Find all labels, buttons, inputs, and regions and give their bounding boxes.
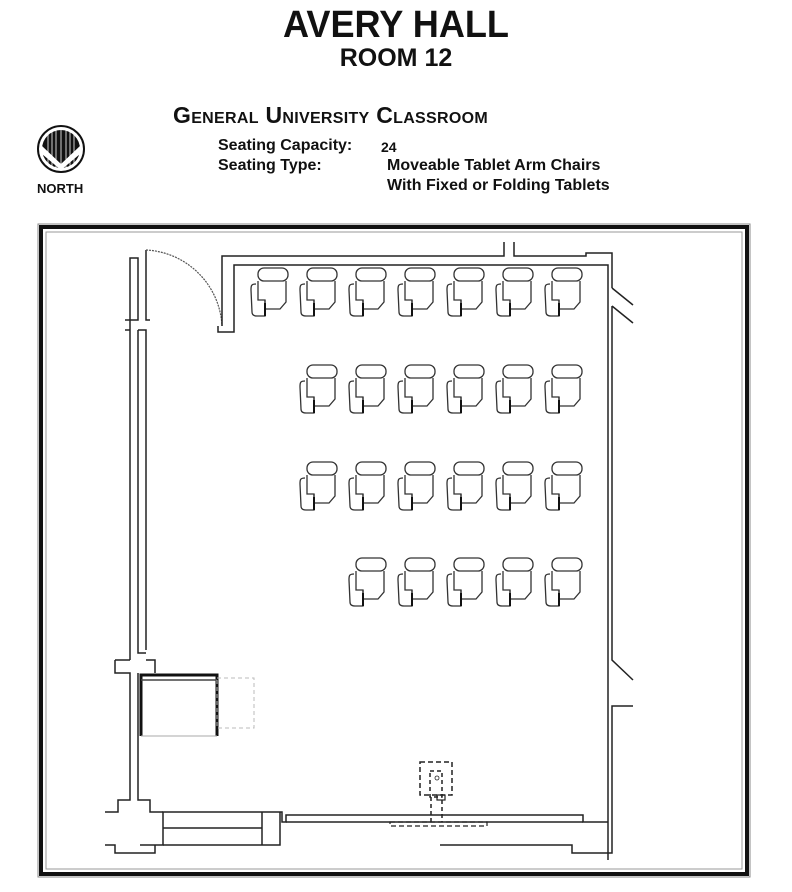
room-number: ROOM 12 xyxy=(339,44,453,72)
chair-row-3 xyxy=(299,461,583,511)
walls xyxy=(105,242,634,860)
chair-row-4 xyxy=(348,557,583,607)
chair-row-2 xyxy=(299,364,583,414)
capacity-label: Seating Capacity: xyxy=(218,137,353,154)
capacity-value: 24 xyxy=(381,139,397,155)
room-type-heading: General University Classroom xyxy=(173,102,488,128)
seating-type-line1: Moveable Tablet Arm Chairs xyxy=(387,157,601,174)
north-label: NORTH xyxy=(37,181,84,196)
seating-type-label: Seating Type: xyxy=(218,157,322,174)
chair-row-1 xyxy=(250,267,583,317)
building-title: AVERY HALL xyxy=(283,4,509,46)
north-arrow-icon xyxy=(37,125,85,173)
seating-type-line2: With Fixed or Folding Tablets xyxy=(387,177,610,194)
